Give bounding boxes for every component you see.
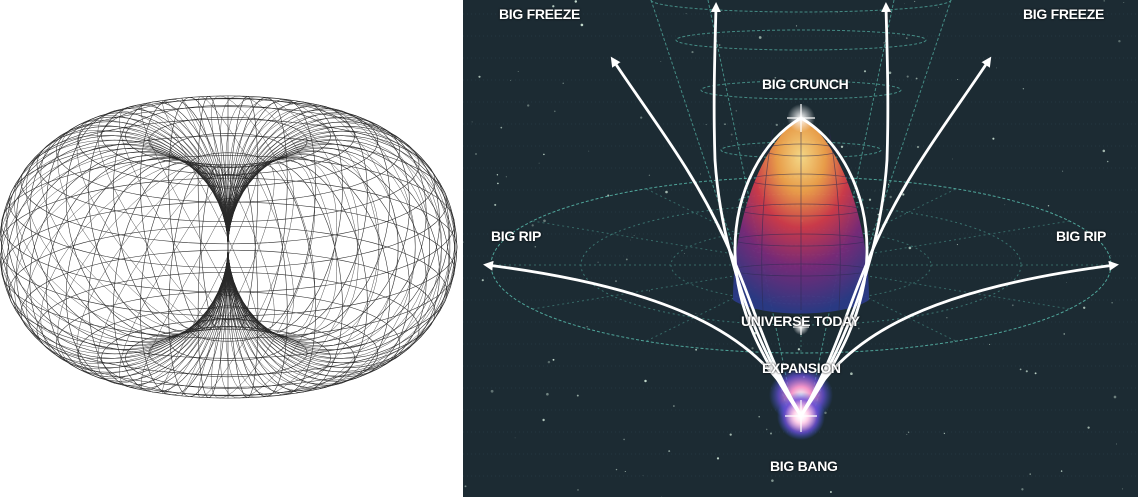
trajectory-big-freeze-left: [610, 56, 803, 418]
label-universe-today: UNIVERSE TODAY: [741, 313, 860, 329]
label-big-rip-left: BIG RIP: [491, 228, 542, 244]
trajectory-critical-right: [799, 2, 892, 418]
stars: [463, 0, 1125, 497]
trajectory-critical-left: [710, 2, 803, 418]
label-big-crunch: BIG CRUNCH: [762, 76, 849, 92]
label-big-bang: BIG BANG: [770, 458, 838, 474]
torus-mesh: [0, 95, 458, 399]
label-big-freeze-left: BIG FREEZE: [499, 6, 581, 22]
torus-wireframe-illustration: [0, 95, 458, 399]
label-big-freeze-right: BIG FREEZE: [1023, 6, 1105, 22]
background-dotted-lines: [463, 13, 1138, 477]
sparkle-points: [785, 104, 817, 432]
trajectory-big-rip-right: [799, 260, 1119, 418]
torus-wireframe-panel: [0, 0, 462, 497]
label-expansion: EXPANSION: [762, 360, 841, 376]
universe-fate-diagram-panel: BIG FREEZE BIG FREEZE BIG CRUNCH BIG RIP…: [463, 0, 1138, 497]
universe-fate-illustration: [463, 0, 1138, 497]
trajectory-big-rip-left: [483, 260, 803, 418]
trajectory-big-freeze-right: [799, 56, 992, 418]
label-big-rip-right: BIG RIP: [1056, 228, 1107, 244]
